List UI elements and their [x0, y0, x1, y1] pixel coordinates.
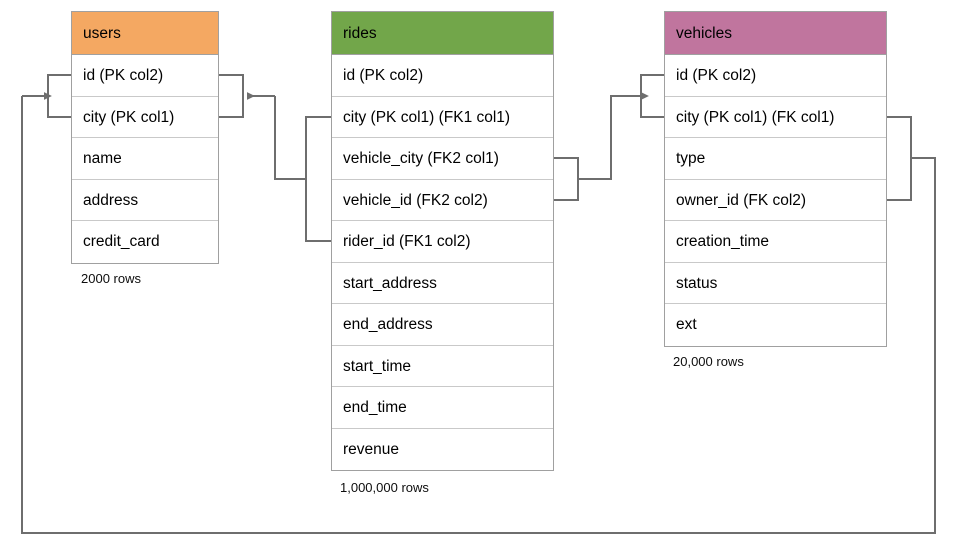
- entity-column-users-address[interactable]: address: [72, 180, 218, 221]
- entity-column-rides-id[interactable]: id (PK col2): [332, 55, 553, 97]
- entity-table-vehicles[interactable]: vehicles id (PK col2) city (PK col1) (FK…: [664, 11, 887, 347]
- entity-table-users[interactable]: users id (PK col2) city (PK col1) name a…: [71, 11, 219, 264]
- users-left-bracket: [47, 74, 71, 118]
- users-right-bracket: [219, 74, 244, 118]
- rides-to-users-link: [274, 96, 306, 180]
- entity-column-vehicles-id[interactable]: id (PK col2): [665, 55, 886, 97]
- entity-column-rides-city[interactable]: city (PK col1) (FK1 col1): [332, 97, 553, 138]
- entity-column-users-city[interactable]: city (PK col1): [72, 97, 218, 138]
- row-count-label-vehicles: 20,000 rows: [673, 354, 744, 369]
- entity-column-rides-vehicle-city[interactable]: vehicle_city (FK2 col1): [332, 138, 553, 180]
- row-count-label-rides: 1,000,000 rows: [340, 480, 429, 495]
- entity-table-rides[interactable]: rides id (PK col2) city (PK col1) (FK1 c…: [331, 11, 554, 471]
- entity-column-rides-start-address[interactable]: start_address: [332, 263, 553, 304]
- entity-header-vehicles: vehicles: [665, 12, 886, 55]
- entity-column-rides-revenue[interactable]: revenue: [343, 440, 400, 458]
- entity-header-users: users: [72, 12, 218, 55]
- entity-column-rides-end-time[interactable]: end_time: [332, 387, 553, 429]
- entity-column-users-credit-card[interactable]: credit_card: [83, 233, 160, 250]
- entity-column-vehicles-creation-time[interactable]: creation_time: [665, 221, 886, 263]
- entity-column-vehicles-type[interactable]: type: [665, 138, 886, 180]
- entity-column-rides-end-address[interactable]: end_address: [332, 304, 553, 346]
- entity-column-rides-start-time[interactable]: start_time: [332, 346, 553, 387]
- entity-column-users-id[interactable]: id (PK col2): [72, 55, 218, 97]
- rides-right-bracket: [554, 157, 579, 201]
- entity-column-vehicles-owner-id[interactable]: owner_id (FK col2): [665, 180, 886, 221]
- entity-column-users-name[interactable]: name: [72, 138, 218, 180]
- entity-column-vehicles-status[interactable]: status: [665, 263, 886, 304]
- rides-left-bracket: [305, 116, 331, 242]
- entity-column-rides-vehicle-id[interactable]: vehicle_id (FK2 col2): [332, 180, 553, 221]
- vehicles-right-bracket: [887, 116, 912, 201]
- vehicles-left-bracket: [640, 74, 664, 118]
- entity-column-vehicles-city[interactable]: city (PK col1) (FK col1): [665, 97, 886, 138]
- rides-to-vehicles-link: [578, 95, 636, 180]
- entity-column-vehicles-ext[interactable]: ext: [676, 316, 697, 333]
- entity-column-rides-rider-id[interactable]: rider_id (FK1 col2): [332, 221, 553, 263]
- row-count-label-users: 2000 rows: [81, 271, 141, 286]
- entity-header-rides: rides: [332, 12, 553, 55]
